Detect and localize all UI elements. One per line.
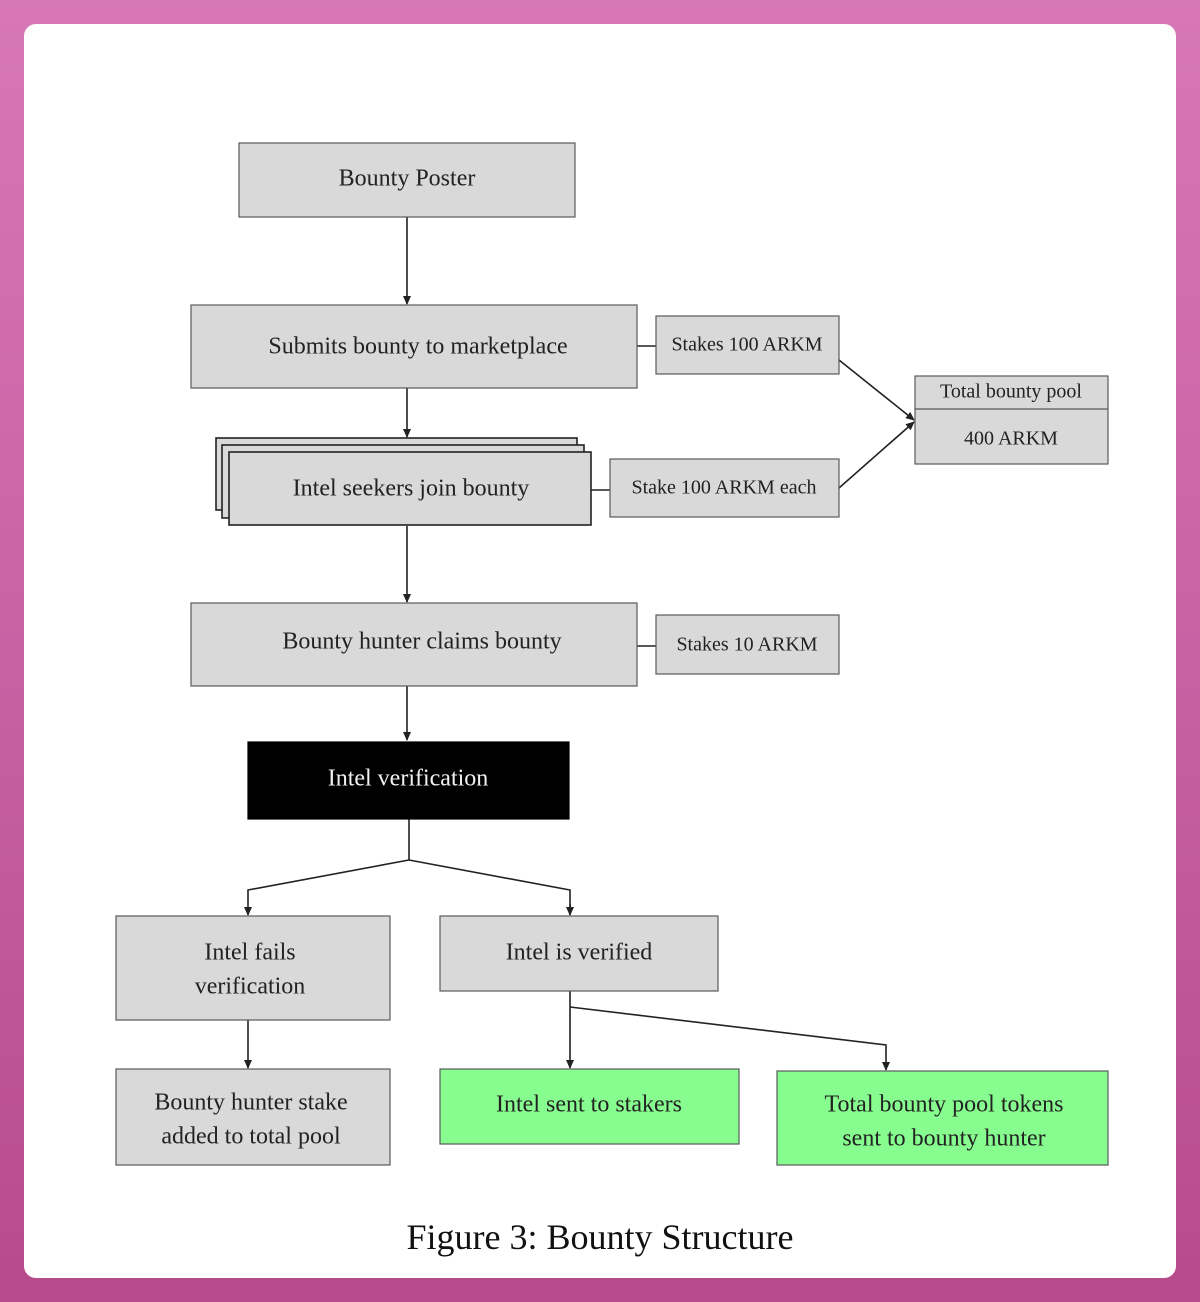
node-label: Stakes 10 ARKM xyxy=(676,634,817,656)
node-label-line1: Total bounty pool tokens xyxy=(825,1092,1064,1118)
edges xyxy=(244,217,915,1071)
node-label: Stake 100 ARKM each xyxy=(632,477,817,499)
node-submits-bounty: Submits bounty to marketplace xyxy=(190,304,638,389)
node-label: Intel seekers join bounty xyxy=(293,476,530,502)
edge-verification-to-verified xyxy=(408,859,571,915)
node-intel-fails: Intel fails verification xyxy=(115,915,391,1021)
node-intel-verification: Intel verification xyxy=(247,741,570,820)
node-label-line2: sent to bounty hunter xyxy=(842,1126,1045,1152)
node-hunter-claims: Bounty hunter claims bounty xyxy=(190,602,638,687)
node-label-line2: added to total pool xyxy=(161,1124,341,1150)
node-label-line1: Bounty hunter stake xyxy=(154,1090,347,1116)
pool-title: Total bounty pool xyxy=(940,381,1082,403)
node-total-bounty-pool: Total bounty pool 400 ARKM xyxy=(914,375,1109,465)
node-label: Bounty hunter claims bounty xyxy=(282,629,561,655)
figure-caption: Figure 3: Bounty Structure xyxy=(406,1217,794,1257)
node-label-line1: Intel fails xyxy=(204,940,295,966)
node-label: Stakes 100 ARKM xyxy=(671,334,822,356)
node-pool-sent: Total bounty pool tokens sent to bounty … xyxy=(776,1070,1109,1166)
node-label: Bounty Poster xyxy=(339,166,476,192)
node-stakes-100: Stakes 100 ARKM xyxy=(655,315,840,375)
node-bounty-poster: Bounty Poster xyxy=(238,142,576,218)
edge-verified-to-poolsent xyxy=(569,1006,890,1071)
figure-card: Bounty Poster Submits bounty to marketpl… xyxy=(24,24,1176,1278)
node-label: Intel sent to stakers xyxy=(496,1092,682,1118)
node-intel-sent: Intel sent to stakers xyxy=(439,1068,740,1145)
node-intel-seekers: Intel seekers join bounty xyxy=(215,437,592,526)
node-label: Submits bounty to marketplace xyxy=(268,334,567,360)
pool-value: 400 ARKM xyxy=(964,428,1058,450)
node-label: Intel verification xyxy=(328,766,489,792)
node-stake-100-each: Stake 100 ARKM each xyxy=(609,458,840,518)
edge-verification-to-fails xyxy=(244,819,410,916)
node-intel-verified: Intel is verified xyxy=(439,915,719,992)
node-stake-added: Bounty hunter stake added to total pool xyxy=(115,1068,391,1166)
node-stakes-10: Stakes 10 ARKM xyxy=(655,614,840,675)
edge-stakeeach-to-pool xyxy=(838,421,915,489)
bounty-structure-diagram: Bounty Poster Submits bounty to marketpl… xyxy=(115,142,1109,1166)
edge-stakes-to-pool xyxy=(838,359,915,421)
node-label-line2: verification xyxy=(195,974,306,1000)
node-label: Intel is verified xyxy=(506,940,653,966)
